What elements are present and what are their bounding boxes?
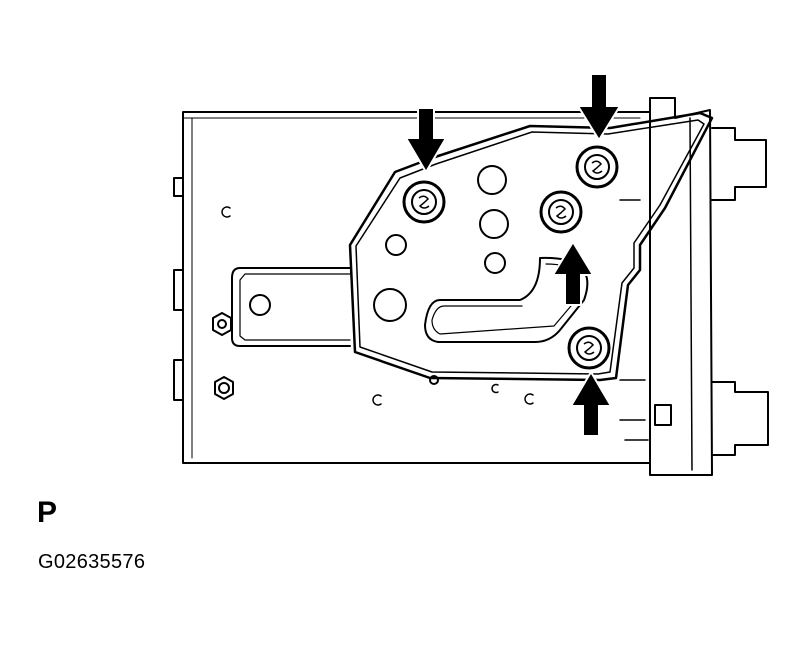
bracket-arm-inner	[239, 273, 351, 341]
view-letter: P	[37, 496, 58, 529]
connector-block-lower	[711, 381, 769, 456]
bolt-upper-right	[575, 145, 619, 189]
arm-hole	[249, 294, 271, 316]
hex-nut-upper	[212, 312, 232, 336]
bracket-arm	[231, 267, 351, 347]
mark-c-2	[372, 394, 382, 406]
right-housing	[649, 97, 713, 476]
arrow-group	[404, 73, 622, 437]
bracket-slot	[424, 256, 589, 343]
right-rail	[619, 199, 649, 441]
bolt-upper-left	[402, 180, 446, 224]
hole-4	[385, 234, 407, 256]
arrow-down-right	[576, 73, 622, 142]
arrow-up-middle	[551, 240, 595, 306]
left-tab-middle	[173, 269, 184, 311]
left-tab-upper	[173, 177, 184, 197]
hole-2	[479, 209, 509, 239]
mark-c-1	[221, 206, 231, 218]
arrow-down-left	[404, 107, 448, 174]
bolt-middle	[539, 190, 583, 234]
mark-c-3	[491, 383, 499, 394]
bracket-plate-outer	[348, 111, 714, 382]
bolt-group	[402, 145, 619, 370]
right-housing-edge	[689, 117, 693, 471]
hex-nut-lower	[214, 376, 234, 400]
hex-nut-lower-center	[218, 382, 230, 394]
right-slot	[654, 404, 672, 426]
figure-code: G02635576	[38, 551, 146, 573]
hex-nut-upper-center	[217, 319, 227, 329]
connector-block-upper	[711, 127, 767, 201]
left-tab-lower	[173, 359, 184, 401]
mark-dot	[429, 375, 439, 385]
bolt-lower	[567, 326, 611, 370]
hole-1	[477, 165, 507, 195]
mark-c-4	[524, 393, 534, 405]
arrow-up-lower	[569, 370, 613, 437]
hole-5	[373, 288, 407, 322]
bracket-plate-inner	[355, 119, 705, 375]
hole-3	[484, 252, 506, 274]
